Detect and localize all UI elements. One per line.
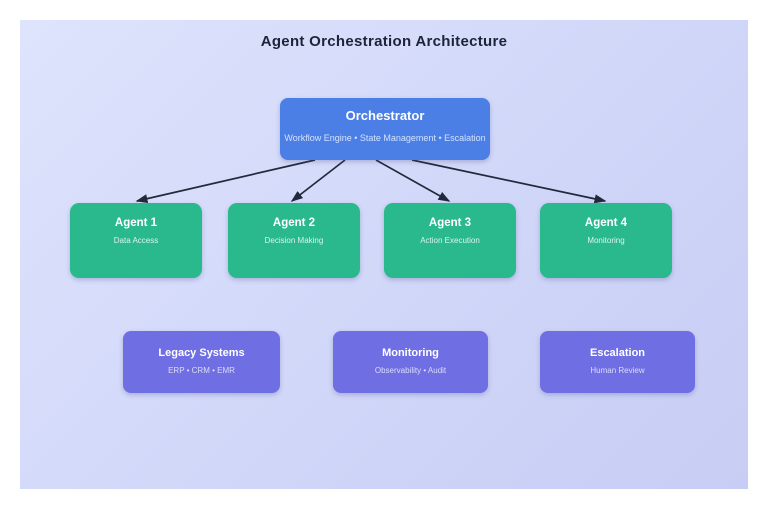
escalation-node-title: Escalation: [589, 347, 646, 359]
agent-1-node-title: Agent 1: [114, 217, 158, 229]
monitoring-node-subtitle: Observability • Audit: [374, 366, 447, 375]
agent-4-node: Agent 4 Monitoring: [540, 203, 672, 278]
arrow-orchestrator-to-agent-2: [290, 159, 346, 202]
escalation-node: Escalation Human Review: [540, 331, 695, 393]
agent-3-node-subtitle: Action Execution: [420, 236, 480, 245]
arrow-orchestrator-to-agent-4: [411, 159, 607, 204]
agent-1-node-subtitle: Data Access: [113, 236, 159, 245]
agent-2-node-title: Agent 2: [272, 217, 316, 229]
legacy-systems-node-title: Legacy Systems: [158, 347, 245, 359]
diagram-canvas: Agent Orchestration Architecture Orchest…: [20, 20, 748, 489]
orchestrator-node: Orchestrator Workflow Engine • State Man…: [280, 98, 490, 160]
legacy-systems-node-subtitle: ERP • CRM • EMR: [168, 366, 235, 375]
escalation-node-subtitle: Human Review: [590, 366, 645, 375]
agent-1-node: Agent 1 Data Access: [70, 203, 202, 278]
orchestrator-node-title: Orchestrator: [345, 108, 425, 123]
diagram-title: Agent Orchestration Architecture: [260, 33, 508, 50]
legacy-systems-node: Legacy Systems ERP • CRM • EMR: [123, 331, 280, 393]
orchestrator-node-subtitle: Workflow Engine • State Management • Esc…: [284, 133, 486, 143]
arrow-orchestrator-to-agent-3: [375, 159, 451, 202]
agent-3-node-title: Agent 3: [428, 217, 472, 229]
agent-3-node: Agent 3 Action Execution: [384, 203, 516, 278]
monitoring-node-title: Monitoring: [382, 347, 439, 359]
agent-4-node-subtitle: Monitoring: [587, 236, 625, 245]
agent-4-node-title: Agent 4: [584, 217, 628, 229]
monitoring-node: Monitoring Observability • Audit: [333, 331, 488, 393]
agent-2-node-subtitle: Decision Making: [264, 236, 324, 245]
agent-2-node: Agent 2 Decision Making: [228, 203, 360, 278]
arrow-orchestrator-to-agent-1: [135, 159, 316, 204]
